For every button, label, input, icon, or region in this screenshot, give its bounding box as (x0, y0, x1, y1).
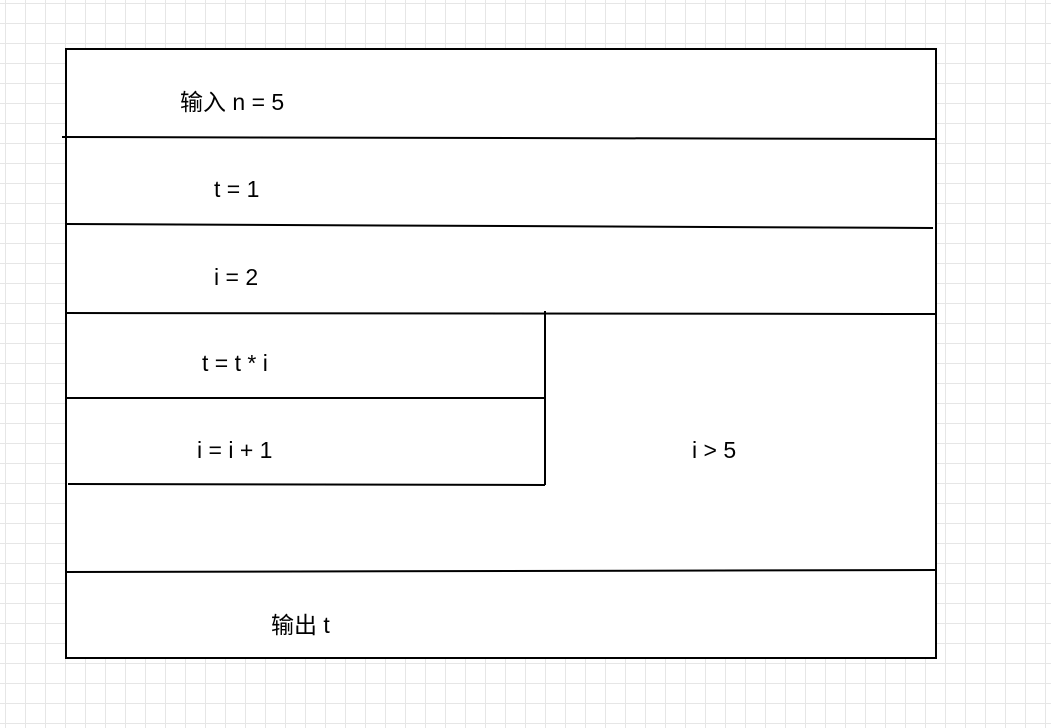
divider-init-i (65, 312, 937, 315)
loop-multiply-label: t = t * i (202, 350, 268, 376)
divider-init-t (65, 223, 934, 229)
divider-loop-end (65, 569, 937, 573)
init-t-label: t = 1 (214, 176, 260, 202)
output-step-label: 输出 t (271, 612, 330, 638)
loop-body-bottom-edge (67, 483, 546, 486)
loop-condition-label: i > 5 (692, 437, 737, 463)
divider-input (61, 136, 937, 140)
outer-frame (65, 48, 937, 659)
input-step-label: 输入 n = 5 (180, 89, 285, 115)
init-i-label: i = 2 (214, 264, 259, 290)
loop-increment-label: i = i + 1 (197, 437, 273, 463)
